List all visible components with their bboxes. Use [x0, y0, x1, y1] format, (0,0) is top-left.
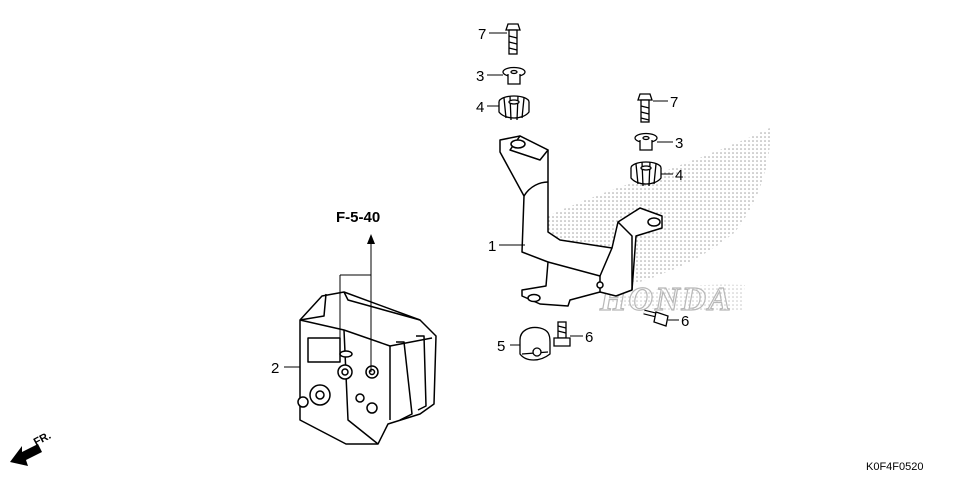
- callout-4-upper: 4: [476, 99, 484, 116]
- bolt-6-right[interactable]: [643, 309, 669, 327]
- callout-5: 5: [497, 338, 505, 355]
- callout-3-right: 3: [675, 135, 683, 152]
- rubber-mount-4-upper[interactable]: [498, 95, 530, 121]
- abs-modulator-part-2[interactable]: [297, 291, 437, 445]
- callout-7-right: 7: [670, 94, 678, 111]
- front-direction-arrow: FR.: [10, 430, 53, 466]
- bolt-6-lower[interactable]: [553, 321, 571, 347]
- bolt-7-right[interactable]: [637, 93, 653, 123]
- diagram-code: K0F4F0520: [866, 461, 923, 473]
- collar-3-right[interactable]: [634, 132, 658, 151]
- callout-3-upper: 3: [476, 68, 484, 85]
- callout-7-upper: 7: [478, 26, 486, 43]
- callout-1: 1: [488, 238, 496, 255]
- collar-3-upper[interactable]: [502, 66, 526, 85]
- reference-label[interactable]: F-5-40: [336, 209, 380, 226]
- callout-6-right: 6: [681, 313, 689, 330]
- reference-arrow-head: [367, 234, 375, 244]
- front-direction-label: FR.: [32, 430, 53, 449]
- callout-4-right: 4: [675, 167, 683, 184]
- leader-lines: [284, 32, 679, 372]
- bracket-part-1[interactable]: [499, 135, 663, 307]
- callout-2: 2: [271, 360, 279, 377]
- callout-6-lower: 6: [585, 329, 593, 346]
- bolt-7-upper[interactable]: [505, 23, 521, 55]
- rubber-mount-4-right[interactable]: [630, 161, 662, 187]
- cap-part-5[interactable]: [519, 326, 551, 361]
